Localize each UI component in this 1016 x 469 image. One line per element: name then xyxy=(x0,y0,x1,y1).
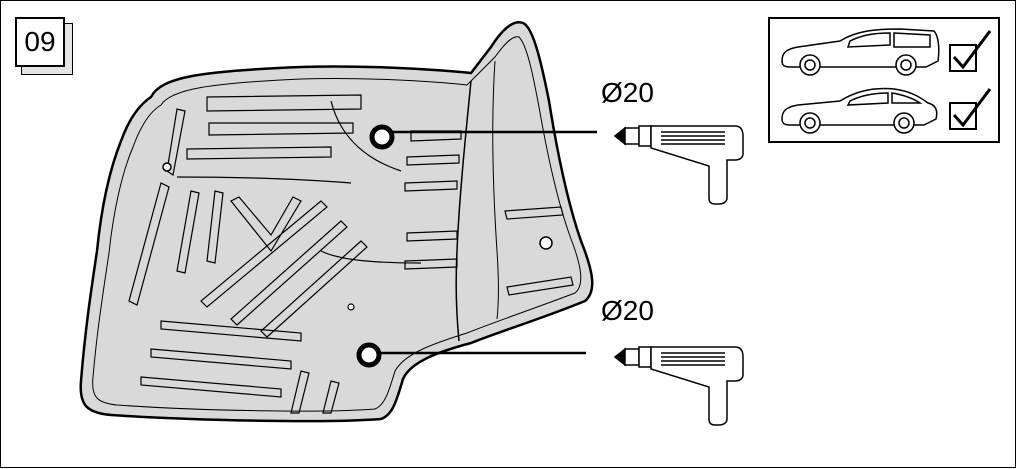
mat-rim xyxy=(92,36,582,412)
mat-small-hole xyxy=(347,303,355,311)
floor-mat xyxy=(79,20,594,423)
mat-fold xyxy=(455,80,472,342)
step-number: 09 xyxy=(15,17,65,67)
mat-small-hole xyxy=(539,236,553,250)
vehicle-compatibility-box xyxy=(768,17,1000,143)
drill-icon xyxy=(613,346,744,426)
hole-diameter-label: Ø20 xyxy=(601,77,654,108)
drill-hole-marker xyxy=(369,124,395,150)
mat-ridges xyxy=(128,94,574,414)
drill-hole-marker xyxy=(356,342,382,368)
checked-box-icon xyxy=(949,88,992,130)
checked-box-icon xyxy=(949,30,992,72)
drill-icon xyxy=(613,125,744,205)
estate-car-icon xyxy=(781,28,940,76)
mat-small-hole xyxy=(162,162,172,172)
step-badge: 09 xyxy=(15,17,73,75)
sedan-car-icon xyxy=(781,87,938,134)
mat-fold-2 xyxy=(492,60,499,320)
hole-diameter-label: Ø20 xyxy=(601,295,654,326)
